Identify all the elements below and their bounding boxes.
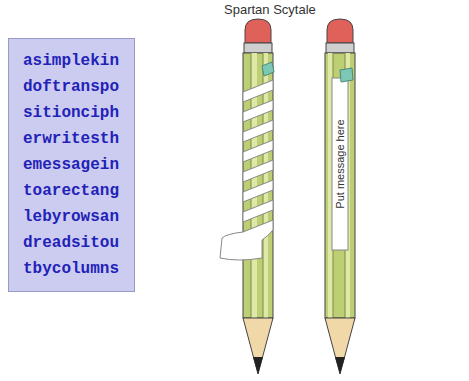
- cipher-text-box: asimplekindoftranspositioncipherwritesth…: [8, 38, 135, 292]
- pencil-right: [325, 19, 355, 374]
- cipher-row: doftranspo: [23, 74, 120, 100]
- cipher-row: toarectang: [23, 178, 120, 204]
- strip-message: Put message here: [334, 119, 346, 208]
- cipher-row: erwritesth: [23, 126, 120, 152]
- diagram-title: Spartan Scytale: [224, 2, 316, 17]
- cipher-row: dreadsitou: [23, 230, 120, 256]
- cipher-row: tbycolumns: [23, 256, 120, 282]
- pencil-left: [220, 19, 274, 374]
- cipher-row: emessagein: [23, 152, 120, 178]
- cipher-row: lebyrowsan: [23, 204, 120, 230]
- cipher-row: asimplekin: [23, 48, 120, 74]
- cipher-row: sitionciph: [23, 100, 120, 126]
